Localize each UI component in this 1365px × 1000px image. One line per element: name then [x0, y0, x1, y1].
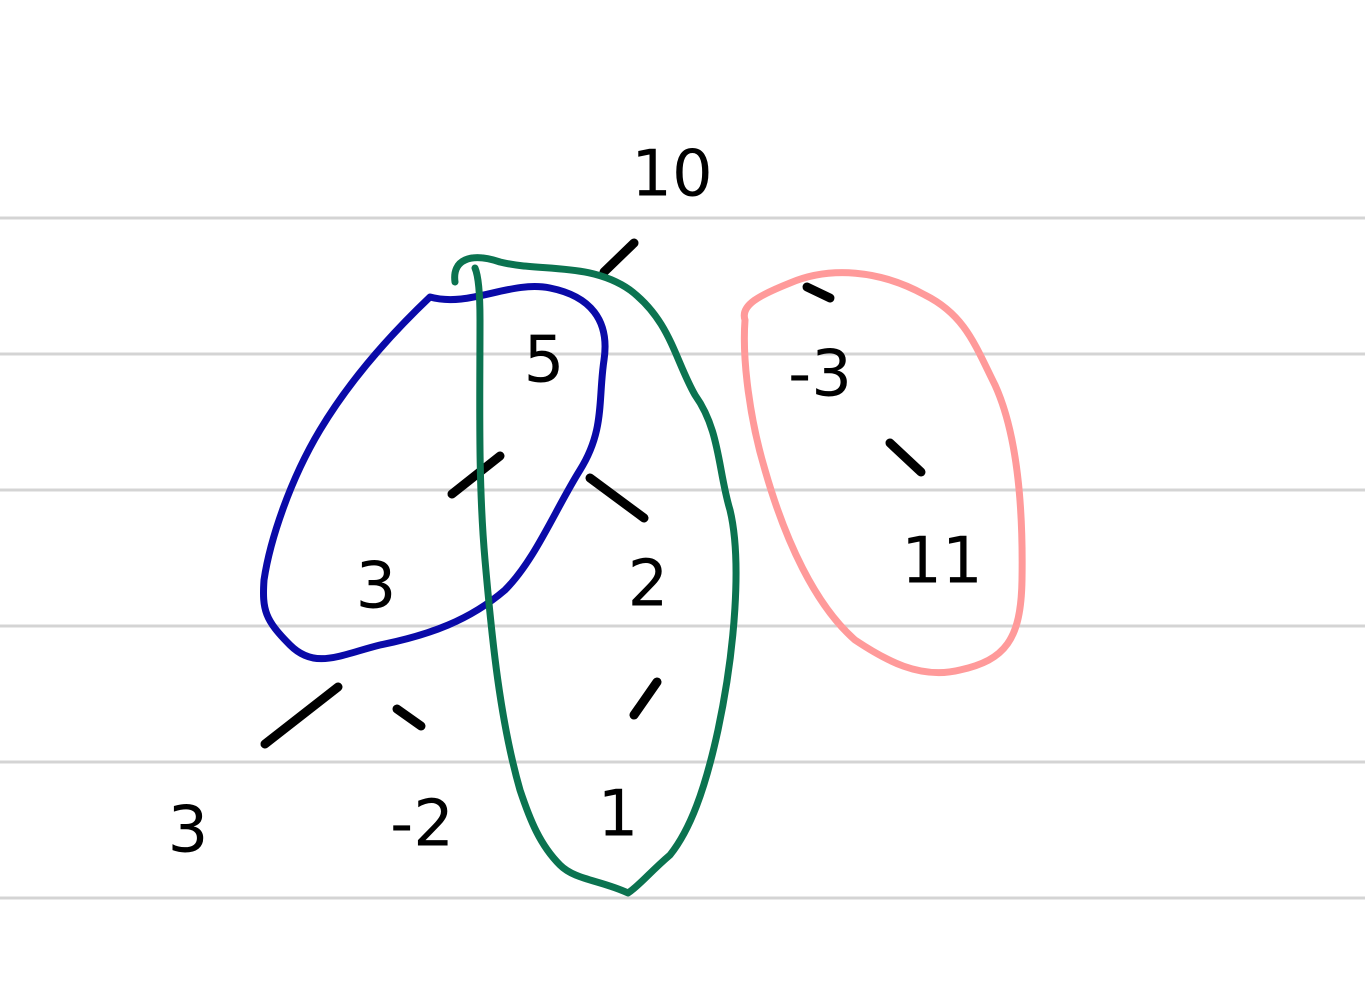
highlight-loops	[260, 254, 1026, 897]
edge-10-5	[599, 238, 639, 277]
edge-5-3	[447, 451, 505, 499]
node-5: 5	[524, 324, 565, 398]
pink-loop	[740, 269, 1026, 677]
node-11: 11	[901, 525, 982, 599]
green-loop	[451, 254, 740, 897]
ruled-lines	[0, 216, 1365, 900]
node-3-leaf: 3	[168, 794, 209, 868]
node-root: 10	[631, 138, 712, 212]
tree-edges	[260, 238, 926, 749]
edge-2-1	[629, 677, 662, 720]
node-1: 1	[598, 778, 639, 852]
edge-5-2	[585, 473, 649, 523]
tree-nodes: 10 5 -3 3 2 11 3 -2 1	[168, 138, 983, 868]
node-3: 3	[356, 550, 397, 624]
node-2: 2	[628, 548, 669, 622]
node-neg2: -2	[390, 788, 454, 862]
node-neg3: -3	[788, 338, 852, 412]
edge-neg3-11	[885, 438, 926, 477]
edge-3-neg2	[392, 704, 426, 731]
blue-loop	[260, 283, 609, 663]
edge-3-3	[260, 682, 343, 749]
edge-10-neg3	[802, 282, 835, 303]
